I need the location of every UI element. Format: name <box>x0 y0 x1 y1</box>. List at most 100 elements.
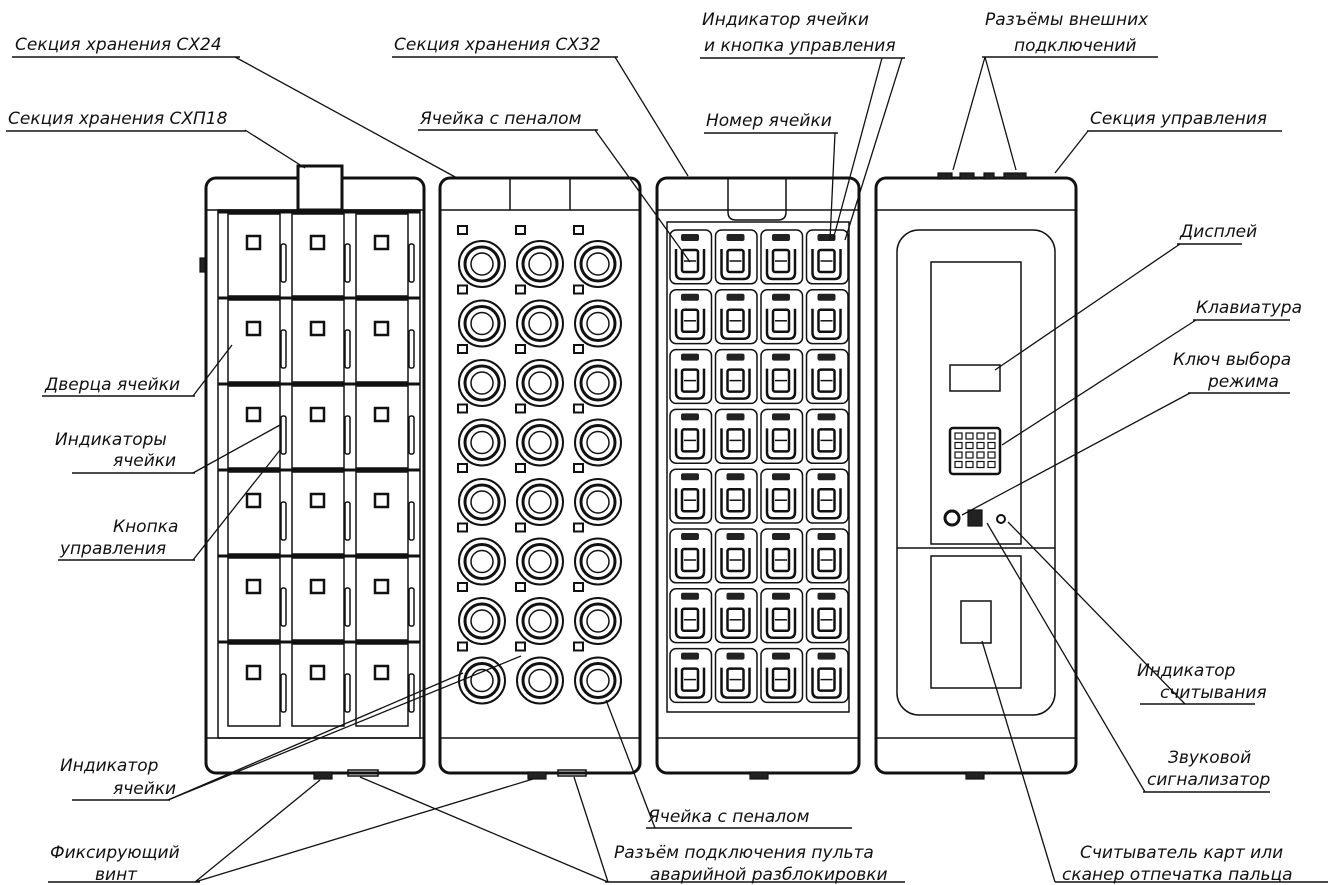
door-indicator <box>245 320 262 337</box>
card-reader <box>960 600 992 644</box>
control-button <box>408 501 415 541</box>
door-indicator <box>309 492 326 509</box>
label-control-button-line2: управления <box>59 539 166 559</box>
control-button <box>408 673 415 713</box>
tube-grid <box>457 225 622 705</box>
label-read-indicator-line1: Индикатор <box>1137 661 1236 681</box>
cell-grid <box>669 229 849 704</box>
cell-number <box>817 592 836 600</box>
cell-number <box>817 353 836 361</box>
key <box>987 432 996 440</box>
cell-number <box>681 413 699 421</box>
cell-door <box>291 471 345 555</box>
ext-connector <box>959 172 975 180</box>
cell-number <box>681 473 699 481</box>
label-control-section: Секция управления <box>1090 109 1267 129</box>
label-cell-with-case-top: Ячейка с пеналом <box>419 109 582 129</box>
cell-number <box>772 353 790 361</box>
label-keyboard: Клавиатура <box>1196 298 1302 318</box>
key <box>976 432 985 440</box>
cell-indicator <box>515 225 526 235</box>
label-cxp18: Секция хранения СХП18 <box>8 109 228 129</box>
label-fixing-screw-line1: Фиксирующий <box>50 843 180 863</box>
read-indicator <box>996 514 1006 524</box>
cell-door <box>291 213 345 297</box>
cell-number <box>726 533 745 540</box>
label-mode-key-line1: Ключ выбора <box>1173 350 1291 370</box>
ext-connector <box>983 172 995 180</box>
cell-indicator <box>515 284 526 295</box>
control-button <box>280 587 287 627</box>
door-indicator <box>373 320 390 337</box>
cell-indicator <box>515 463 526 473</box>
control-button <box>344 329 351 369</box>
door-indicator <box>373 578 390 595</box>
label-cell-number: Номер ячейки <box>706 111 832 131</box>
key <box>987 460 996 469</box>
label-cx32: Секция хранения СХ32 <box>394 35 601 55</box>
cell-number <box>817 234 836 241</box>
door-indicator <box>373 234 390 251</box>
section-cx24 <box>438 176 642 780</box>
cell-indicator <box>573 225 584 235</box>
label-card-reader-line1: Считыватель карт или <box>1080 843 1283 863</box>
cell-indicator <box>573 641 584 652</box>
control-button <box>280 673 287 713</box>
cell-indicator <box>457 284 468 295</box>
section-cx32 <box>655 176 861 780</box>
label-fixing-screw-line2: винт <box>95 865 138 885</box>
label-buzzer-line2: сигнализатор <box>1147 770 1271 790</box>
cell-number <box>817 473 836 481</box>
label-control-button-line1: Кнопка <box>113 517 178 537</box>
cell-number <box>726 473 745 481</box>
label-cell-indicator-line2: ячейки <box>113 779 176 799</box>
cell-door <box>227 471 281 555</box>
cell-indicator <box>457 522 468 533</box>
labels: Секция хранения СХ24 Секция хранения СХП… <box>6 10 1328 885</box>
door-indicator <box>309 406 326 423</box>
control-button <box>280 243 287 283</box>
door-indicator <box>373 492 390 509</box>
cell-indicator <box>457 582 468 592</box>
cell-number <box>726 652 745 660</box>
cell-door <box>227 557 281 641</box>
buzzer <box>967 509 983 527</box>
cell-door <box>227 385 281 469</box>
door-indicator <box>309 234 326 251</box>
mode-key <box>943 509 961 527</box>
door-indicator <box>245 492 262 509</box>
cell-indicator <box>457 225 468 235</box>
fixing-screw <box>313 771 333 780</box>
control-button <box>280 329 287 369</box>
cell-door <box>355 557 409 641</box>
key <box>965 460 974 469</box>
cell-indicator <box>515 403 526 414</box>
label-cx24: Секция хранения СХ24 <box>15 35 222 55</box>
cell-indicator <box>457 463 468 473</box>
label-cell-indicators-line1: Индикаторы <box>55 430 167 450</box>
cell-indicator <box>515 522 526 533</box>
key <box>954 432 963 440</box>
cell-number <box>726 592 745 600</box>
cell-number <box>817 533 836 540</box>
label-ext-connectors-line2: подключений <box>1014 36 1136 56</box>
fixing-screw <box>965 771 985 780</box>
cell-indicator <box>515 641 526 652</box>
label-cell-with-case-bottom: Ячейка с пеналом <box>647 807 810 827</box>
cell-number <box>772 234 790 241</box>
door-indicator <box>245 406 262 423</box>
control-button <box>344 415 351 455</box>
cell-indicator <box>573 344 584 354</box>
door-indicator <box>245 664 262 681</box>
cell-indicator <box>515 582 526 592</box>
cell-number <box>681 234 699 241</box>
label-emergency-connector-line2: аварийной разблокировки <box>650 865 888 885</box>
section-cxp18 <box>199 164 426 780</box>
label-display: Дисплей <box>1179 222 1257 242</box>
cell-number <box>681 353 699 361</box>
cell-door <box>355 471 409 555</box>
cell-number <box>726 293 745 301</box>
cell-indicator <box>573 403 584 414</box>
label-buzzer-line1: Звуковой <box>1168 748 1251 768</box>
